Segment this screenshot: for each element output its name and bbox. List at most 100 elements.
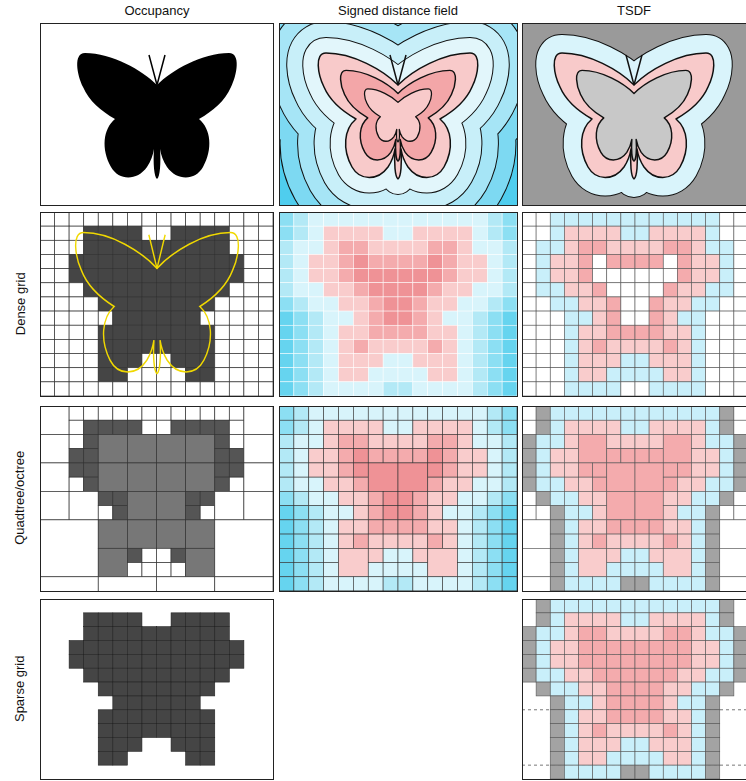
sparse-cell	[157, 710, 172, 724]
quadtree-cell	[309, 491, 324, 505]
quadtree-cell	[186, 420, 201, 434]
quadtree-cell	[413, 520, 428, 534]
sparse-cell	[635, 696, 649, 710]
quadtree-cell	[502, 534, 517, 548]
grid-cell	[229, 240, 244, 254]
quadtree-cell	[635, 520, 649, 534]
sparse-cell	[186, 641, 201, 655]
quadtree-cell	[649, 420, 663, 434]
sparse-cell	[635, 668, 649, 682]
quadtree-cell	[734, 463, 746, 477]
quadtree-cell	[720, 406, 734, 420]
grid-cell	[635, 226, 649, 240]
grid-cell	[472, 283, 487, 297]
quadtree-cell	[383, 420, 398, 434]
quadtree-cell	[84, 477, 99, 491]
grid-cell	[413, 382, 428, 396]
quadtree-cell	[171, 406, 186, 420]
grid-cell	[458, 368, 473, 382]
grid-cell	[472, 354, 487, 368]
grid-cell	[186, 339, 201, 353]
quadtree-cell	[186, 506, 201, 520]
grid-cell	[593, 283, 607, 297]
quadtree-cell	[98, 434, 127, 462]
grid-cell	[677, 354, 691, 368]
grid-cell	[353, 283, 368, 297]
grid-cell	[522, 368, 536, 382]
sparse-cell	[692, 737, 706, 751]
grid-cell	[621, 325, 635, 339]
grid-cell	[324, 240, 339, 254]
quadtree-cell	[564, 506, 578, 520]
sparse-cell	[522, 668, 536, 682]
sparse-cell	[635, 737, 649, 751]
sparse-cell	[621, 668, 635, 682]
grid-cell	[186, 254, 201, 268]
quadtree-cell	[677, 577, 691, 591]
quadtree-cell	[127, 520, 156, 548]
sparse-cell	[215, 641, 230, 655]
grid-cell	[649, 368, 663, 382]
quadtree-cell	[186, 406, 201, 420]
sparse-cell	[649, 682, 663, 696]
quadtree-cell	[593, 577, 607, 591]
grid-cell	[536, 311, 550, 325]
grid-cell	[157, 269, 172, 283]
grid-cell	[720, 311, 734, 325]
sparse-cell	[550, 613, 564, 627]
grid-cell	[692, 339, 706, 353]
grid-cell	[443, 297, 458, 311]
grid-cell	[142, 283, 157, 297]
quadtree-cell	[40, 434, 69, 462]
grid-cell	[383, 283, 398, 297]
grid-cell	[279, 254, 294, 268]
grid-cell	[294, 297, 309, 311]
grid-cell	[720, 368, 734, 382]
grid-cell	[40, 354, 55, 368]
grid-cell	[294, 382, 309, 396]
grid-cell	[229, 297, 244, 311]
quadtree-cell	[649, 434, 663, 448]
quadtree-cell	[502, 434, 517, 448]
grid-cell	[692, 226, 706, 240]
quadtree-cell	[186, 548, 215, 576]
grid-cell	[127, 226, 142, 240]
quadtree-cell	[579, 520, 593, 534]
quadtree-cell	[353, 463, 368, 477]
quadtree-cell	[522, 463, 536, 477]
grid-cell	[279, 325, 294, 339]
grid-cell	[428, 382, 443, 396]
quadtree-cell	[398, 506, 413, 520]
sparse-cell	[157, 696, 172, 710]
grid-cell	[607, 269, 621, 283]
quadtree-cell	[458, 506, 473, 520]
grid-cell	[579, 283, 593, 297]
quadtree-cell	[413, 548, 428, 562]
sparse-cell	[536, 627, 550, 641]
grid-cell	[157, 382, 172, 396]
sparse-cell	[127, 737, 142, 751]
quadtree-cell	[215, 463, 230, 477]
grid-cell	[294, 269, 309, 283]
quadtree-cell	[522, 548, 550, 576]
sparse-cell	[621, 599, 635, 613]
grid-cell	[593, 339, 607, 353]
quadtree-cell	[443, 463, 458, 477]
quadtree-cell	[550, 577, 564, 591]
grid-cell	[649, 382, 663, 396]
grid-cell	[69, 354, 84, 368]
sparse-cell	[593, 751, 607, 765]
grid-cell	[621, 368, 635, 382]
grid-cell	[621, 339, 635, 353]
sparse-cell	[550, 654, 564, 668]
sparse-cell	[113, 668, 128, 682]
quadtree-cell	[522, 520, 550, 548]
quadtree-cell	[607, 449, 621, 463]
sparse-cell	[593, 765, 607, 779]
quadtree-cell	[157, 434, 186, 462]
grid-cell	[98, 368, 113, 382]
grid-cell	[663, 240, 677, 254]
grid-cell	[677, 368, 691, 382]
grid-cell	[649, 212, 663, 226]
sparse-cell	[98, 710, 113, 724]
